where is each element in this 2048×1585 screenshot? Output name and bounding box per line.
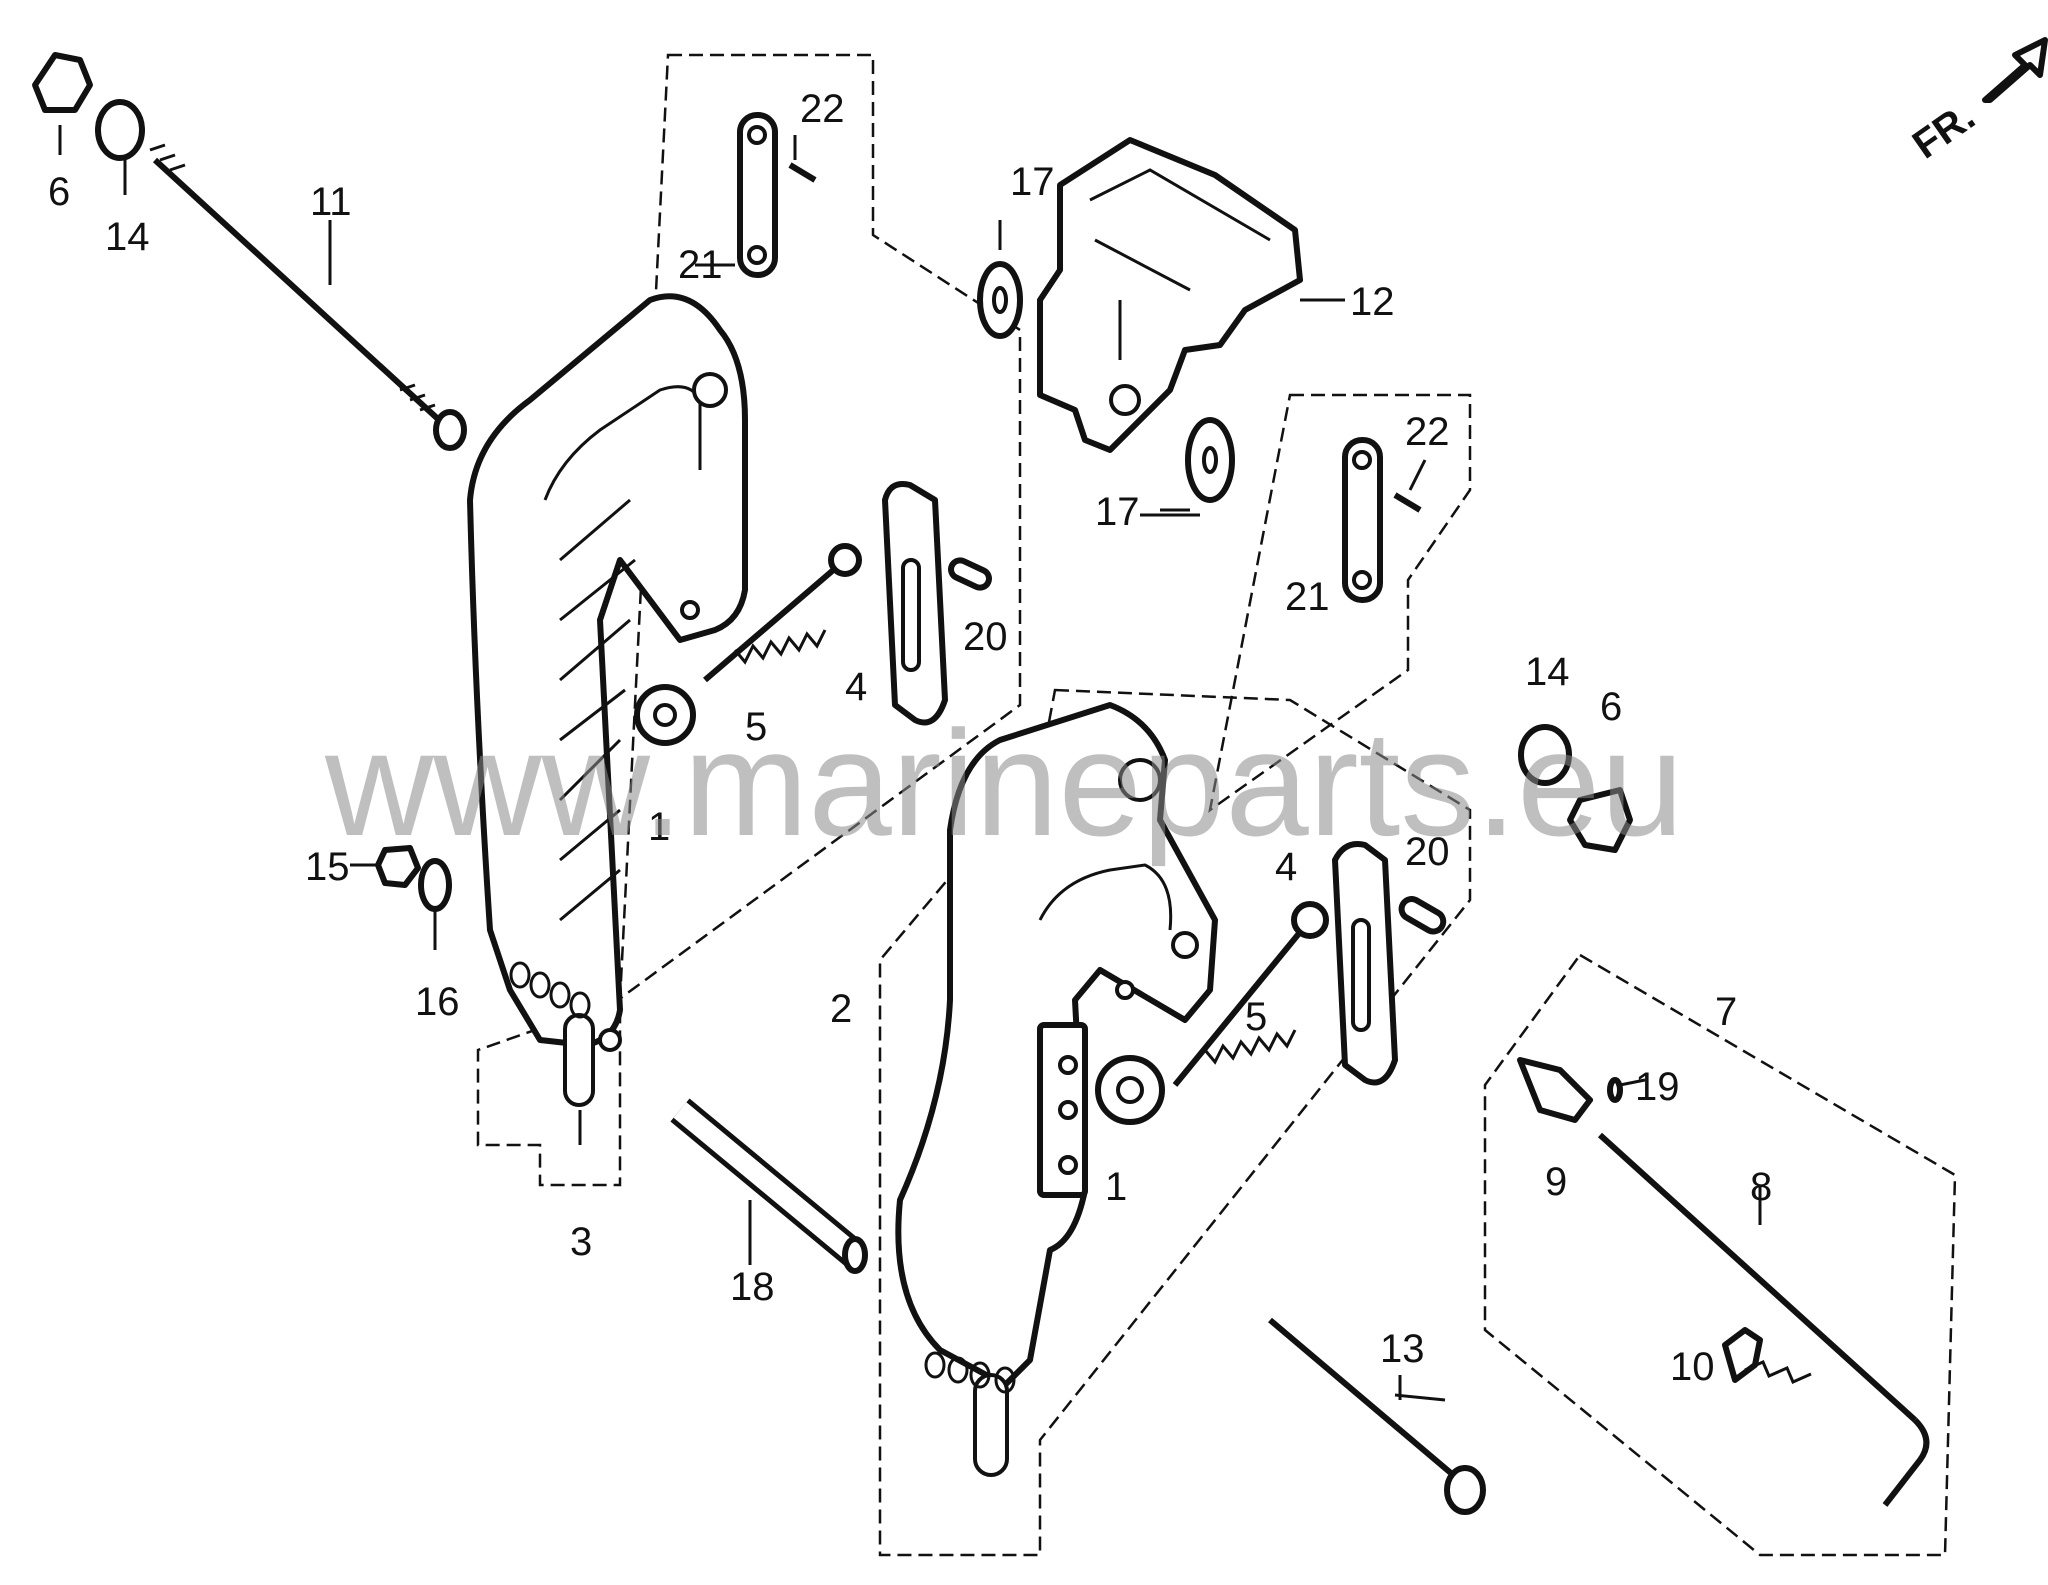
link-21-left [737, 112, 778, 278]
callout-10: 10 [1670, 1345, 1715, 1389]
bolt-22-right [1393, 492, 1422, 513]
nut-14-left [95, 99, 145, 161]
callout-14-left: 14 [105, 215, 150, 259]
knob-9 [1517, 1057, 1593, 1123]
callout-5-right: 5 [1245, 995, 1267, 1039]
bolt-13 [1268, 1317, 1486, 1515]
callout-15: 15 [305, 845, 350, 889]
fr-label: FR. [1905, 94, 1983, 167]
link-21-right [1342, 437, 1383, 603]
callout-17-upper: 17 [1010, 160, 1055, 204]
callout-21-right: 21 [1285, 575, 1330, 619]
callout-21-left: 21 [678, 243, 723, 287]
pin-20-right [1398, 896, 1447, 935]
callout-1-right: 1 [1105, 1165, 1127, 1209]
nut-15 [375, 845, 421, 888]
front-direction-arrow: FR. [1905, 37, 2048, 167]
callout-2: 2 [830, 987, 852, 1031]
callout-22-left: 22 [800, 87, 845, 131]
callout-11: 11 [310, 180, 352, 224]
callout-18: 18 [730, 1265, 775, 1309]
clip-19 [1607, 1077, 1623, 1103]
bolt-22-left [788, 162, 817, 183]
shaft-18 [670, 1098, 868, 1274]
callout-3: 3 [570, 1220, 592, 1264]
nut-14-right [1518, 724, 1572, 786]
bracket-cover [1037, 137, 1303, 453]
watermark: www.marineparts.eu [324, 699, 1684, 867]
callout-22-right: 22 [1405, 410, 1450, 454]
bolt-11 [149, 143, 467, 451]
spring-5-left [703, 543, 862, 683]
callout-16: 16 [415, 980, 460, 1024]
callout-20-right: 20 [1405, 830, 1450, 874]
callout-5-left: 5 [745, 705, 767, 749]
callout-9: 9 [1545, 1160, 1567, 1204]
callout-6-left: 6 [48, 170, 70, 214]
callout-20-left: 20 [963, 615, 1008, 659]
callout-4-right: 4 [1275, 845, 1297, 889]
callout-labels: 6 14 11 22 21 17 12 22 17 21 20 4 5 1 14… [48, 87, 1772, 1389]
spring-5-right [1172, 901, 1329, 1087]
callout-4-left: 4 [845, 665, 867, 709]
pin-20-left [948, 557, 992, 591]
washer-16 [418, 858, 452, 912]
callout-8: 8 [1750, 1165, 1772, 1209]
nut-6-left [32, 52, 93, 113]
callout-13: 13 [1380, 1327, 1425, 1371]
callout-17-lower: 17 [1095, 490, 1140, 534]
assembly-box-right-upper [1208, 393, 1472, 813]
callout-1-left: 1 [648, 805, 670, 849]
nut-6-right [1567, 787, 1633, 853]
stern-bracket-right [895, 702, 1218, 1477]
spring-10 [1722, 1327, 1812, 1384]
assembly-box-right-lower [878, 688, 1472, 1557]
callout-7: 7 [1715, 990, 1737, 1034]
stern-bracket-left [467, 293, 748, 1107]
callout-19: 19 [1635, 1065, 1680, 1109]
callout-6-right: 6 [1600, 685, 1622, 729]
tilt-rod-8 [1597, 1132, 1930, 1507]
assembly-box-kit [1483, 953, 1957, 1557]
plate-4-left [882, 481, 948, 726]
callout-14-right: 14 [1525, 650, 1570, 694]
callout-12: 12 [1350, 280, 1395, 324]
plate-4-right [1332, 841, 1398, 1086]
